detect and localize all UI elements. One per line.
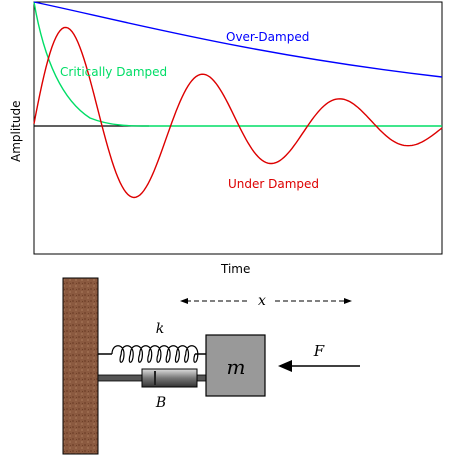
series-label-over-damped: Over-Damped	[226, 30, 309, 44]
force-arrow: F	[278, 342, 360, 372]
mass-block	[205, 334, 266, 397]
series-line-over-damped	[33, 1, 443, 78]
series-line-under-damped	[33, 26, 443, 199]
wall	[62, 277, 99, 455]
y-axis-label: Amplitude	[9, 101, 23, 163]
series-label-critically-damped: Critically Damped	[60, 65, 167, 79]
spring: k	[98, 321, 206, 363]
damper-label: B	[155, 395, 166, 411]
series-line-critically-damped	[33, 1, 442, 127]
displacement-arrow: x	[180, 293, 352, 309]
spring-label: k	[156, 321, 164, 337]
spring-mass-damper-diagram: x k B m F	[62, 277, 360, 455]
force-label: F	[313, 342, 325, 360]
damper-cylinder	[141, 368, 198, 388]
damper: B	[97, 368, 207, 411]
chart: Over-Damped Critically Damped Under Damp…	[9, 1, 443, 276]
series-label-under-damped: Under Damped	[228, 177, 319, 191]
mass-label: m	[227, 355, 246, 379]
x-axis-label: Time	[220, 262, 250, 276]
displacement-label: x	[258, 293, 266, 309]
